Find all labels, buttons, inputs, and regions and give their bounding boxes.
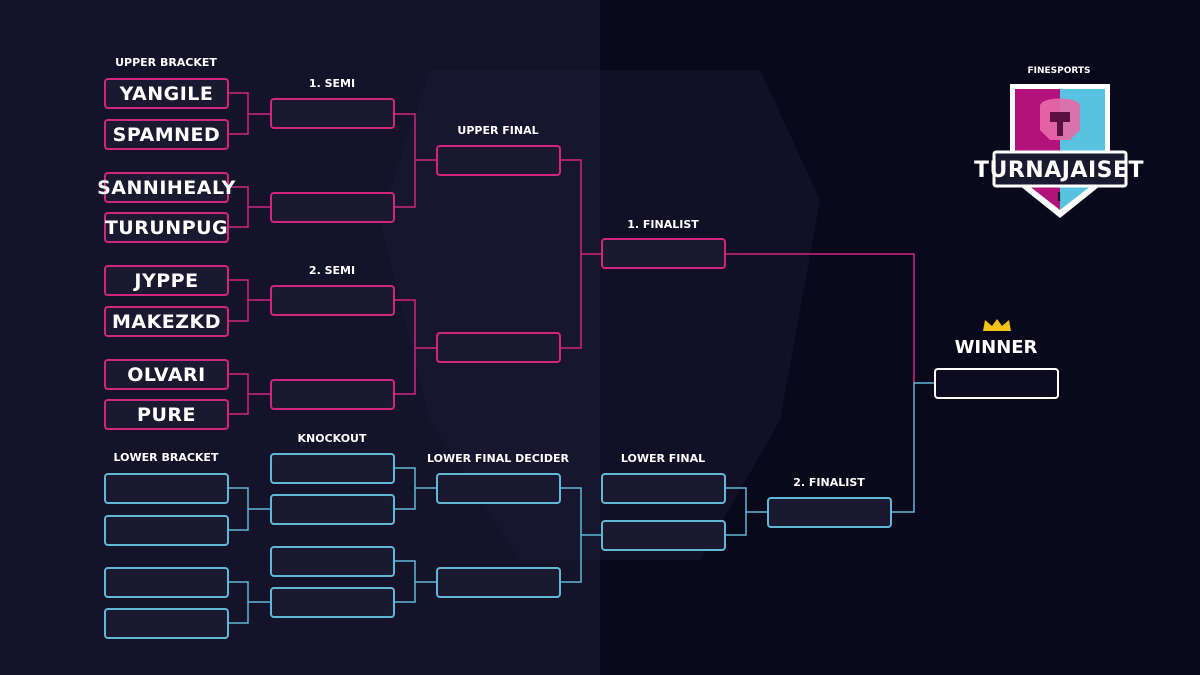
- upper-bracket-label: UPPER BRACKET: [115, 56, 217, 69]
- lower-final-decider-label: LOWER FINAL DECIDER: [426, 452, 570, 465]
- upper-final-slot-1[interactable]: [436, 145, 561, 176]
- semi1-slot-2[interactable]: [270, 192, 395, 223]
- player-slot-4[interactable]: TURUNPUG: [104, 212, 229, 243]
- semi2-slot-2[interactable]: [270, 379, 395, 410]
- player-slot-1[interactable]: YANGILE: [104, 78, 229, 109]
- logo-brand: FINESPORTS: [1027, 66, 1091, 76]
- finalist2-label: 2. FINALIST: [793, 476, 865, 489]
- crown-icon: [983, 319, 1011, 331]
- player-slot-6[interactable]: MAKEZKD: [104, 306, 229, 337]
- finalist2-slot[interactable]: [767, 497, 892, 528]
- player-slot-2[interactable]: SPAMNED: [104, 119, 229, 150]
- knockout-slot-3[interactable]: [270, 546, 395, 577]
- lower-slot-3[interactable]: [104, 567, 229, 598]
- lower-final-label: LOWER FINAL: [620, 452, 706, 465]
- semi1-slot-1[interactable]: [270, 98, 395, 129]
- winner-slot[interactable]: [934, 368, 1059, 399]
- player-slot-3[interactable]: SANNIHEALY: [97, 172, 235, 203]
- upper-final-label: UPPER FINAL: [457, 124, 539, 137]
- logo-title: TURNAJAISET: [973, 158, 1145, 183]
- knockout-slot-1[interactable]: [270, 453, 395, 484]
- lower-final-slot-1[interactable]: [601, 473, 726, 504]
- player-slot-7[interactable]: OLVARI: [104, 359, 229, 390]
- logo-shield-icon: [992, 84, 1128, 218]
- lower-slot-2[interactable]: [104, 515, 229, 546]
- knockout-slot-2[interactable]: [270, 494, 395, 525]
- lower-slot-1[interactable]: [104, 473, 229, 504]
- knockout-slot-4[interactable]: [270, 587, 395, 618]
- logo-edition: I: [1056, 190, 1062, 204]
- semi2-label: 2. SEMI: [308, 264, 356, 277]
- player-slot-5[interactable]: JYPPE: [104, 265, 229, 296]
- knockout-label: KNOCKOUT: [297, 432, 367, 445]
- lower-slot-4[interactable]: [104, 608, 229, 639]
- semi2-slot-1[interactable]: [270, 285, 395, 316]
- decider-slot-2[interactable]: [436, 567, 561, 598]
- player-slot-8[interactable]: PURE: [104, 399, 229, 430]
- semi1-label: 1. SEMI: [308, 77, 356, 90]
- finalist1-label: 1. FINALIST: [627, 218, 699, 231]
- winner-label: WINNER: [954, 337, 1038, 358]
- lower-final-slot-2[interactable]: [601, 520, 726, 551]
- lower-bracket-label: LOWER BRACKET: [113, 451, 219, 464]
- decider-slot-1[interactable]: [436, 473, 561, 504]
- upper-final-slot-2[interactable]: [436, 332, 561, 363]
- finalist1-slot[interactable]: [601, 238, 726, 269]
